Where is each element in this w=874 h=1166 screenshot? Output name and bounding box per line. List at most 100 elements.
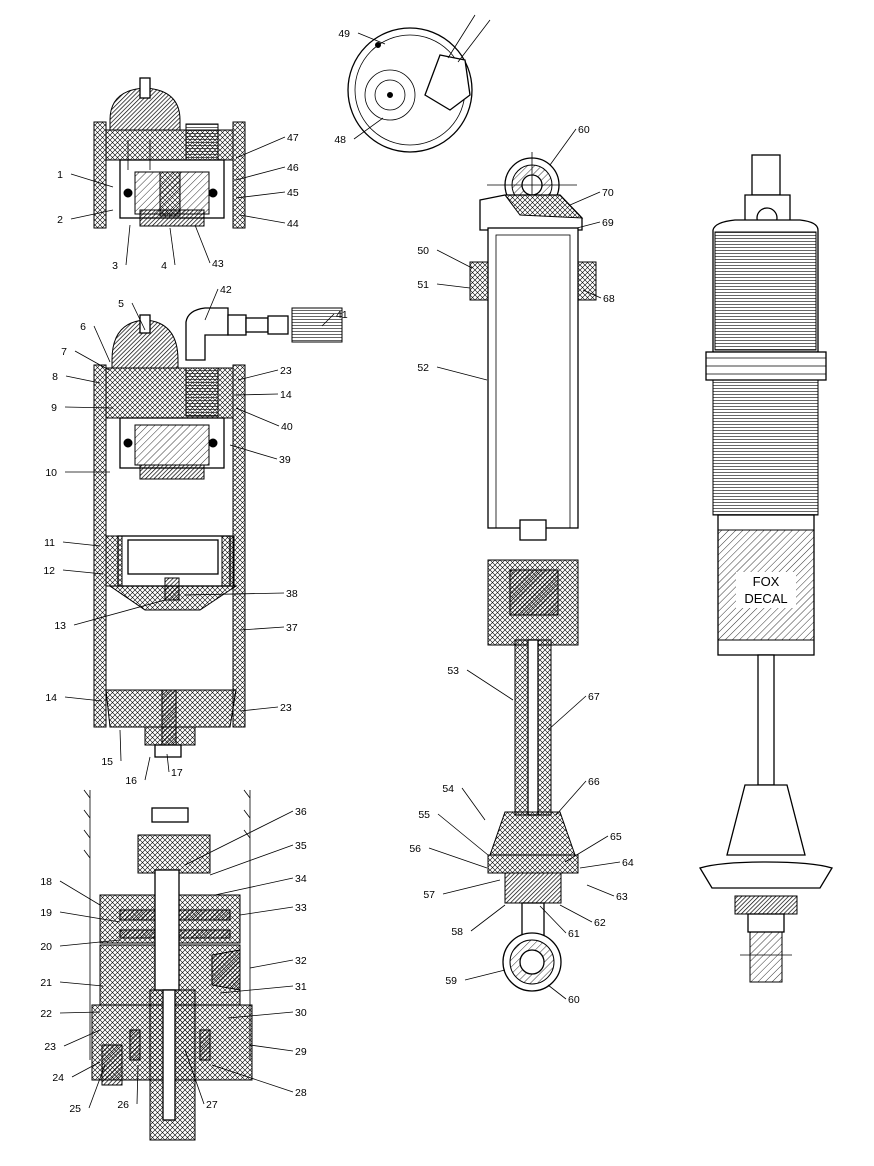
- leader-line-c60b: [547, 984, 567, 1000]
- callout-c69: 69: [602, 217, 614, 229]
- leader-line-c57: [442, 879, 501, 895]
- leader-line-c37: [239, 626, 285, 631]
- callout-c14b: 14: [45, 692, 57, 704]
- leader-line-c28: [211, 1064, 294, 1093]
- leader-line-c29: [249, 1044, 294, 1052]
- callout-c17: 17: [171, 767, 183, 779]
- callout-c65: 65: [610, 831, 622, 843]
- callout-c23a: 23: [280, 365, 292, 377]
- callout-c49: 49: [338, 28, 350, 40]
- callout-c43: 43: [212, 258, 224, 270]
- piston-detail: [83, 789, 253, 1141]
- callout-c64: 64: [622, 857, 634, 869]
- callout-c18: 18: [40, 876, 52, 888]
- callout-c56: 56: [409, 843, 421, 855]
- callout-c54: 54: [442, 783, 454, 795]
- callout-c23b: 23: [280, 702, 292, 714]
- leader-line-c35: [209, 844, 294, 876]
- leader-line-c55: [437, 813, 489, 856]
- callout-c59: 59: [445, 975, 457, 987]
- leader-line-c25: [88, 1064, 106, 1109]
- callout-c70: 70: [602, 187, 614, 199]
- callout-c47: 47: [287, 132, 299, 144]
- leader-line-c43: [194, 224, 211, 264]
- cap-end-view: [347, 14, 491, 153]
- leader-line-c23a: [237, 369, 279, 381]
- leader-line-c32: [249, 959, 294, 969]
- reservoir-body: [93, 307, 343, 758]
- callout-c19: 19: [40, 907, 52, 919]
- leader-line-c34: [214, 877, 294, 896]
- leader-line-c56: [428, 847, 488, 869]
- callout-c63: 63: [616, 891, 628, 903]
- callout-c31: 31: [295, 981, 307, 993]
- leader-line-c53: [466, 669, 514, 701]
- decal-line-1: FOX: [753, 574, 780, 589]
- callout-c12: 12: [43, 565, 55, 577]
- leader-line-c27: [184, 1049, 205, 1105]
- leader-line-c52: [436, 366, 488, 381]
- callout-c22: 22: [40, 1008, 52, 1020]
- leader-line-c65: [564, 835, 609, 863]
- callout-c25: 25: [69, 1103, 81, 1115]
- shock-cross-section: [469, 152, 597, 992]
- callout-c36: 36: [295, 806, 307, 818]
- leader-line-c23b: [239, 706, 279, 712]
- callout-c11: 11: [44, 537, 55, 549]
- leader-line-c66: [555, 780, 587, 816]
- callout-c28: 28: [295, 1087, 307, 1099]
- callout-c29: 29: [295, 1046, 307, 1058]
- leader-line-c46: [235, 166, 286, 181]
- callout-c26: 26: [117, 1099, 129, 1111]
- callout-c8: 8: [52, 371, 58, 383]
- leader-line-c48: [353, 117, 384, 140]
- leader-line-c9: [64, 406, 114, 409]
- callout-c50: 50: [417, 245, 429, 257]
- leader-line-c36: [184, 810, 294, 866]
- callout-c20: 20: [40, 941, 52, 953]
- callout-c4: 4: [161, 260, 167, 272]
- callout-c23c: 23: [44, 1041, 56, 1053]
- callout-c2: 2: [57, 214, 63, 226]
- callout-c37: 37: [286, 622, 298, 634]
- leader-line-c38: [184, 592, 285, 596]
- callout-c48: 48: [334, 134, 346, 146]
- leader-line-c1: [70, 173, 114, 188]
- callout-c3: 3: [112, 260, 118, 272]
- leader-line-c60a: [549, 128, 577, 166]
- callout-c14a: 14: [280, 389, 292, 401]
- leader-line-c40: [235, 407, 280, 427]
- leader-line-c64: [579, 861, 621, 869]
- callout-c34: 34: [295, 873, 307, 885]
- callout-c61: 61: [568, 928, 580, 940]
- callout-c68: 68: [603, 293, 615, 305]
- leader-line-c51: [436, 283, 471, 289]
- callout-c32: 32: [295, 955, 307, 967]
- leader-line-c41: [321, 313, 335, 327]
- callout-c57: 57: [423, 889, 435, 901]
- callout-c16: 16: [125, 775, 137, 787]
- leader-line-c23c: [63, 1029, 101, 1047]
- leader-line-c42: [204, 288, 219, 321]
- callout-c45: 45: [287, 187, 299, 199]
- leader-line-c58: [470, 904, 506, 932]
- callout-c33: 33: [295, 902, 307, 914]
- leader-line-c26: [136, 1064, 139, 1105]
- callout-c58: 58: [451, 926, 463, 938]
- callout-c60a: 60: [578, 124, 590, 136]
- leader-line-c63: [586, 884, 615, 897]
- leader-line-c61: [539, 905, 567, 934]
- leader-line-c24: [71, 1061, 101, 1078]
- callout-c41: 41: [336, 309, 348, 321]
- callout-c1: 1: [57, 169, 63, 181]
- leader-line-c50: [436, 249, 473, 269]
- leader-line-c69: [576, 221, 601, 229]
- leader-line-c20: [59, 939, 121, 947]
- callout-c21: 21: [40, 977, 52, 989]
- leader-line-c6: [93, 325, 111, 363]
- leader-line-c14a: [235, 393, 279, 396]
- leader-line-c49: [357, 32, 386, 45]
- leader-line-c18: [59, 880, 101, 906]
- callout-c10: 10: [45, 467, 57, 479]
